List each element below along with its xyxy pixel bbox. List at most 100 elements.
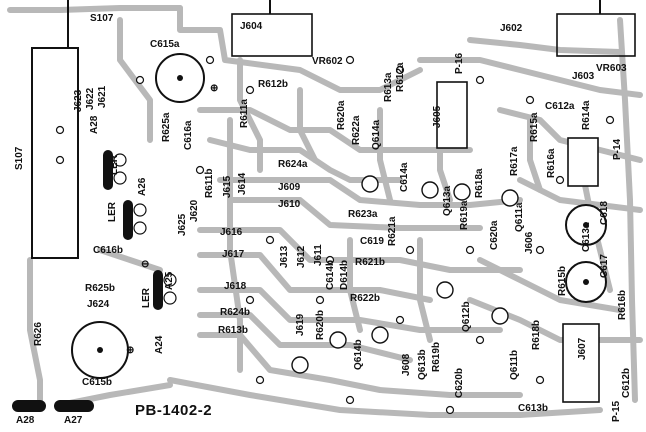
solder-pad-2 xyxy=(135,75,145,85)
label-r625b: R625b xyxy=(85,283,116,294)
led-pad-3 xyxy=(153,270,163,310)
connector-j603 xyxy=(556,13,636,57)
transistor-3 xyxy=(501,189,519,207)
label-j618: J618 xyxy=(224,281,247,292)
led-pad-3-ring-b xyxy=(163,291,177,305)
solder-pad-24 xyxy=(445,405,455,415)
transistor-2 xyxy=(453,183,471,201)
label-a27: A27 xyxy=(64,415,83,426)
plus-mark-c615a: ⊕ xyxy=(210,83,219,94)
label-c616a: C616a xyxy=(183,120,194,150)
copper-trace-22 xyxy=(417,237,433,343)
label-r612a: R612a xyxy=(395,62,406,92)
label-s107: S107 xyxy=(90,13,114,24)
solder-pad-9 xyxy=(605,115,615,125)
label-c612a: C612a xyxy=(545,101,575,112)
label-c614b: C614b xyxy=(325,259,336,290)
solder-pad-4 xyxy=(245,85,255,95)
label-j605: J605 xyxy=(432,105,443,128)
led-pad-1-ring-b xyxy=(113,171,127,185)
terminal-pad-a28 xyxy=(12,400,46,412)
label-j608: J608 xyxy=(401,353,412,376)
solder-pad-10 xyxy=(195,165,205,175)
solder-pad-14 xyxy=(465,245,475,255)
transistor-0 xyxy=(361,175,379,193)
copper-trace-17 xyxy=(237,57,263,173)
label-c612b: C612b xyxy=(621,367,632,398)
label-r618b: R618b xyxy=(531,319,542,350)
label-r623a: R623a xyxy=(348,209,378,220)
cap-c618-center xyxy=(583,222,589,228)
label-q614a: Q614a xyxy=(371,119,382,150)
label-r618a: R618a xyxy=(474,168,485,198)
solder-pad-20 xyxy=(475,335,485,345)
label-c615a: C615a xyxy=(150,39,180,50)
board-code: PB-1402-2 xyxy=(135,402,213,419)
switch-s107-body xyxy=(31,47,79,259)
label-j621: J621 xyxy=(97,85,108,108)
transistor-7 xyxy=(371,326,389,344)
label-c617: C617 xyxy=(599,254,610,278)
label-j607: J607 xyxy=(577,337,588,360)
label-c616b: C616b xyxy=(93,245,124,256)
label-j617: J617 xyxy=(222,249,245,260)
label-r615a: R615a xyxy=(529,112,540,142)
copper-trace-19 xyxy=(377,107,393,203)
copper-trace-27 xyxy=(27,257,43,408)
label-r624a: R624a xyxy=(278,159,308,170)
connector-p15 xyxy=(562,323,600,403)
label-j624: J624 xyxy=(87,299,110,310)
label-s107-side: S107 xyxy=(14,146,25,170)
copper-trace-13 xyxy=(497,107,643,163)
label-r624b: R624b xyxy=(220,307,251,318)
solder-pad-21 xyxy=(535,375,545,385)
label-j609: J609 xyxy=(278,182,301,193)
copper-trace-12 xyxy=(467,37,623,55)
transistor-8 xyxy=(291,356,309,374)
label-r616b: R616b xyxy=(617,289,628,320)
label-a24: A24 xyxy=(154,335,165,354)
label-d614b: D614b xyxy=(339,259,350,290)
label-j614: J614 xyxy=(237,172,248,195)
copper-trace-6 xyxy=(197,252,433,303)
label-j610: J610 xyxy=(278,199,301,210)
label-a28-upper: A28 xyxy=(89,115,100,134)
label-r622a: R622a xyxy=(351,115,362,145)
solder-pad-7 xyxy=(475,75,485,85)
label-q614b: Q614b xyxy=(353,339,364,370)
label-j611: J611 xyxy=(313,244,324,266)
connector-p16 xyxy=(436,81,468,149)
label-q612b: Q612b xyxy=(461,301,472,332)
label-j616: J616 xyxy=(220,227,243,238)
label-r613b: R613b xyxy=(218,325,249,336)
label-r612b: R612b xyxy=(258,79,289,90)
label-a25: A25 xyxy=(164,271,175,290)
cap-c615b-center xyxy=(97,347,103,353)
label-c613b: C613b xyxy=(518,403,549,414)
solder-pad-1 xyxy=(55,155,65,165)
cap-c617-center xyxy=(583,279,589,285)
led-pad-2 xyxy=(123,200,133,240)
solder-pad-12 xyxy=(325,255,335,265)
label-r622b: R622b xyxy=(350,293,381,304)
solder-pad-16 xyxy=(555,175,565,185)
solder-pad-6 xyxy=(395,65,405,75)
connector-p14 xyxy=(567,137,599,187)
copper-trace-30 xyxy=(227,117,243,373)
label-q611a: Q611a xyxy=(514,202,525,232)
label-c618: C618 xyxy=(599,201,610,225)
solder-pad-11 xyxy=(265,235,275,245)
label-r626: R626 xyxy=(33,322,44,346)
copper-trace-23 xyxy=(527,117,543,193)
copper-trace-21 xyxy=(347,237,363,333)
cap-c615a-center xyxy=(177,75,183,81)
label-r619b: R619b xyxy=(431,341,442,372)
label-c613a: C613a xyxy=(581,222,592,252)
label-q613a: Q613a xyxy=(442,185,453,216)
copper-trace-15 xyxy=(477,257,623,313)
copper-trace-8 xyxy=(197,312,413,363)
copper-trace-31 xyxy=(617,17,638,403)
solder-pad-19 xyxy=(395,315,405,325)
copper-trace-1 xyxy=(197,107,473,153)
label-ler-2: LER xyxy=(107,202,118,222)
